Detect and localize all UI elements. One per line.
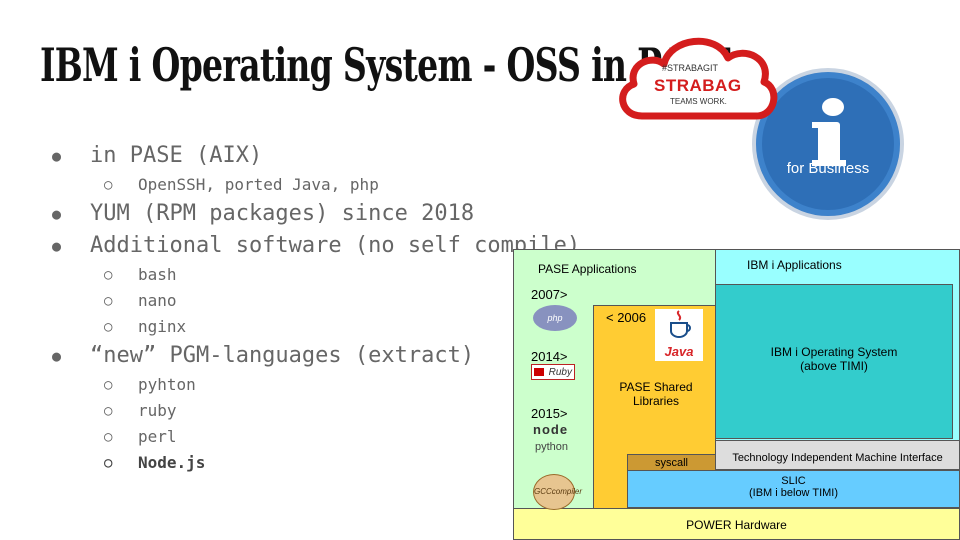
bullet-item: in PASE (AIX)	[52, 140, 580, 172]
slide-title: IBM i Operating System - OSS in PASE	[40, 38, 732, 92]
slic-box	[627, 470, 960, 508]
sub-bullet-item: perl	[52, 424, 580, 450]
year-2007-label: 2007>	[531, 287, 568, 302]
ibm-i-logo-text: for Business	[786, 160, 870, 177]
java-cup-icon	[670, 310, 691, 338]
strabag-name: STRABAG	[654, 76, 742, 95]
java-logo-icon: Java	[655, 309, 703, 361]
timi-box	[715, 440, 960, 470]
ibm-i-os-label: IBM i Operating System (above TIMI)	[715, 345, 953, 373]
slic-label: SLIC (IBM i below TIMI)	[627, 475, 960, 499]
ibm-i-os-title: IBM i Operating System	[770, 345, 898, 359]
sub-bullet-item: bash	[52, 262, 580, 288]
ibm-i-logo-stem	[812, 122, 846, 166]
year-2015-label: 2015>	[531, 406, 568, 421]
strabag-hashtag: #STRABAGIT	[662, 63, 719, 73]
pase-shared-libraries-label: PASE Shared Libraries	[619, 380, 693, 408]
node-logo-icon: node	[533, 422, 569, 437]
sub-bullet-item: pyhton	[52, 372, 580, 398]
sub-bullet-item: ruby	[52, 398, 580, 424]
strabag-logo: #STRABAGIT STRABAG TEAMS WORK.	[612, 28, 782, 128]
bullet-item: Additional software (no self compile)	[52, 230, 580, 262]
power-hardware-label: POWER Hardware	[686, 518, 787, 532]
ibm-i-os-subtitle: (above TIMI)	[800, 359, 868, 373]
ibm-i-logo: for Business	[752, 68, 904, 220]
python-logo-icon: python	[535, 441, 569, 453]
sub-bullet-item: nginx	[52, 314, 580, 340]
gcc-compiler-logo-icon: GCCcompiler	[533, 474, 582, 510]
ruby-logo-icon: Ruby	[531, 364, 575, 380]
ibm-i-os-box	[715, 284, 953, 439]
sub-bullet-item: OpenSSH, ported Java, php	[52, 172, 580, 198]
pase-applications-label: PASE Applications	[538, 262, 637, 276]
strabag-slogan: TEAMS WORK.	[670, 97, 727, 106]
bullet-list: in PASE (AIX) OpenSSH, ported Java, php …	[52, 140, 580, 476]
timi-label: Technology Independent Machine Interface	[732, 452, 943, 464]
ibm-i-applications-label: IBM i Applications	[747, 258, 842, 272]
architecture-diagram: IBM i Applications PASE Applications IBM…	[513, 249, 960, 540]
bullet-item: YUM (RPM packages) since 2018	[52, 198, 580, 230]
before-2006-label: < 2006	[606, 310, 647, 325]
sub-bullet-item: nano	[52, 288, 580, 314]
year-2014-label: 2014>	[531, 349, 568, 364]
ibm-i-logo-dot	[822, 98, 844, 116]
syscall-label: syscall	[654, 457, 688, 469]
slic-subtitle: (IBM i below TIMI)	[748, 487, 839, 499]
bullet-item: “new” PGM-languages (extract)	[52, 340, 580, 372]
sub-bullet-item-nodejs: Node.js	[52, 450, 580, 476]
java-logo-text: Java	[664, 344, 694, 359]
slic-title: SLIC	[781, 475, 806, 487]
cloud-icon	[619, 37, 778, 120]
power-hardware-box	[513, 508, 960, 540]
php-logo-icon: php	[533, 305, 577, 331]
